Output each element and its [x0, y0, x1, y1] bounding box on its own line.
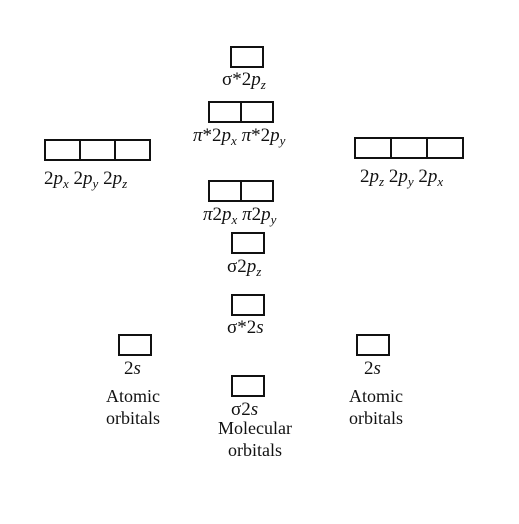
left-2p-boxes — [44, 139, 151, 161]
left-atomic-orbitals-caption: Atomic orbitals — [88, 385, 178, 429]
caption-line: Atomic — [106, 386, 160, 406]
orbital-box — [356, 334, 390, 356]
mo-sigma-star-2pz-box — [230, 46, 264, 68]
orbital-box — [79, 139, 116, 161]
mo-pi-star-2p-boxes — [208, 101, 274, 123]
right-2s-box — [356, 334, 390, 356]
orbital-box — [231, 232, 265, 254]
mo-sigma-star-2pz-label: σ*2pz — [222, 69, 266, 92]
mo-sigma-2pz-box — [231, 232, 265, 254]
orbital-box — [208, 101, 242, 123]
left-2s-box — [118, 334, 152, 356]
caption-line: Molecular — [218, 418, 292, 438]
left-2p-label: 2px 2py 2pz — [44, 168, 128, 191]
caption-line: orbitals — [106, 408, 160, 428]
caption-line: orbitals — [349, 408, 403, 428]
right-2s-label: 2s — [364, 358, 381, 379]
mo-pi-2p-boxes — [208, 180, 274, 202]
orbital-box — [118, 334, 152, 356]
caption-line: orbitals — [228, 440, 282, 460]
mo-sigma-2s-box — [231, 375, 265, 397]
orbital-box — [114, 139, 151, 161]
orbital-box — [231, 375, 265, 397]
orbital-box — [354, 137, 392, 159]
right-2p-label: 2pz 2py 2px — [360, 166, 444, 189]
orbital-box — [426, 137, 464, 159]
orbital-box — [390, 137, 428, 159]
mo-sigma-2pz-label: σ2pz — [227, 256, 262, 279]
molecular-orbitals-caption: Molecular orbitals — [200, 417, 310, 461]
orbital-box — [231, 294, 265, 316]
orbital-box — [44, 139, 81, 161]
right-2p-boxes — [354, 137, 464, 159]
orbital-box — [230, 46, 264, 68]
mo-sigma-2s-label: σ2s — [231, 399, 259, 420]
caption-line: Atomic — [349, 386, 403, 406]
mo-sigma-star-2s-box — [231, 294, 265, 316]
right-atomic-orbitals-caption: Atomic orbitals — [331, 385, 421, 429]
orbital-box — [240, 180, 274, 202]
mo-pi-2p-label: π2px π2py — [203, 204, 277, 227]
mo-pi-star-2p-label: π*2px π*2py — [193, 125, 286, 148]
left-2s-label: 2s — [124, 358, 141, 379]
orbital-box — [240, 101, 274, 123]
orbital-box — [208, 180, 242, 202]
mo-sigma-star-2s-label: σ*2s — [227, 317, 264, 338]
